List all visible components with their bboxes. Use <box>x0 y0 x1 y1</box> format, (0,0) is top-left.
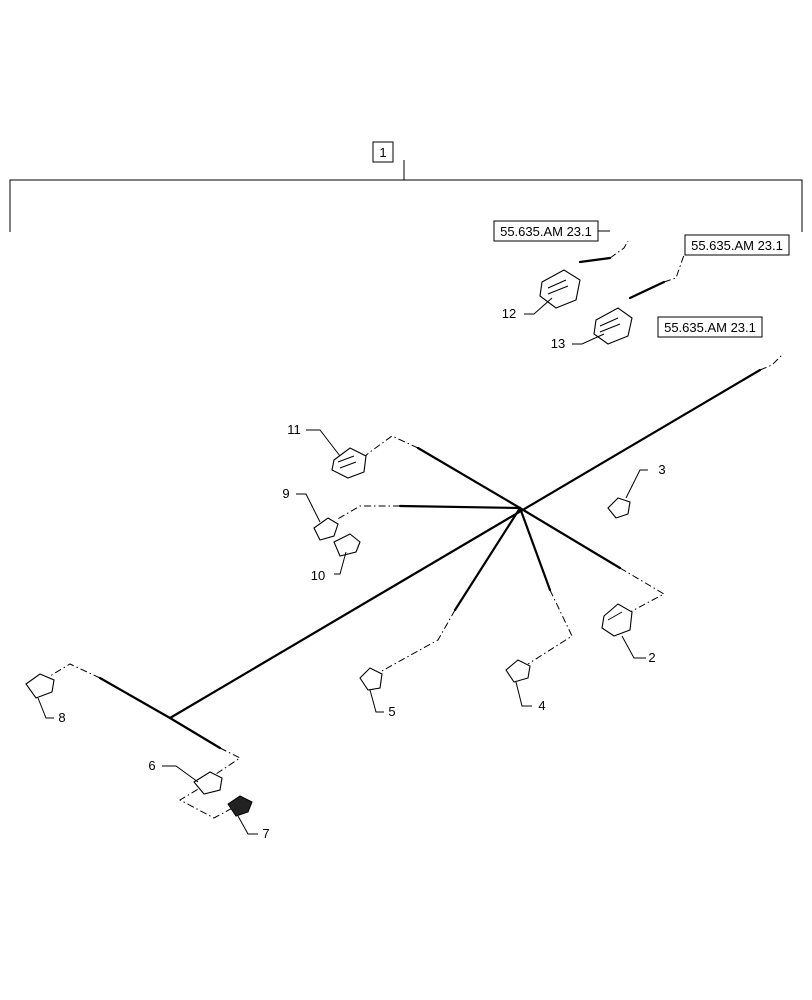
connector-4[interactable] <box>505 659 531 683</box>
reference-1-text: 55.635.AM 23.1 <box>500 224 592 239</box>
connector-2[interactable] <box>601 603 633 637</box>
reference-3-text: 55.635.AM 23.1 <box>664 320 756 335</box>
connector-5[interactable] <box>359 667 383 691</box>
assembly-label: 1 <box>379 145 386 160</box>
connector-7[interactable] <box>227 795 253 817</box>
assembly-bracket: 1 <box>9 141 803 232</box>
assembly-label-box <box>372 141 394 163</box>
callout-9[interactable]: 9 <box>282 486 289 501</box>
connector-6[interactable] <box>193 771 223 795</box>
callout-3[interactable]: 3 <box>658 462 665 477</box>
reference-2[interactable]: 55.635.AM 23.1 <box>684 234 790 256</box>
callout-leaders <box>37 297 648 835</box>
callout-11[interactable]: 11 <box>287 422 301 437</box>
callout-12[interactable]: 12 <box>502 306 516 321</box>
reference-2-text: 55.635.AM 23.1 <box>691 238 783 253</box>
connector-8[interactable] <box>25 673 55 699</box>
connector-10[interactable] <box>333 533 361 557</box>
callout-4[interactable]: 4 <box>538 698 545 713</box>
connector-11[interactable] <box>331 447 367 479</box>
callout-6[interactable]: 6 <box>148 758 155 773</box>
main-trunk <box>98 256 762 750</box>
connector-12[interactable] <box>539 269 581 309</box>
connector-13[interactable] <box>593 307 633 345</box>
callouts: 12 13 11 9 10 3 2 5 4 8 6 7 <box>58 306 665 841</box>
callout-13[interactable]: 13 <box>551 336 565 351</box>
reference-1[interactable]: 55.635.AM 23.1 <box>493 220 610 242</box>
callout-2[interactable]: 2 <box>648 650 655 665</box>
connector-9[interactable] <box>313 517 339 541</box>
callout-5[interactable]: 5 <box>388 704 395 719</box>
connector-3[interactable] <box>607 497 631 519</box>
reference-3[interactable]: 55.635.AM 23.1 <box>657 316 763 338</box>
callout-7[interactable]: 7 <box>262 826 269 841</box>
callout-8[interactable]: 8 <box>58 710 65 725</box>
callout-10[interactable]: 10 <box>311 568 325 583</box>
